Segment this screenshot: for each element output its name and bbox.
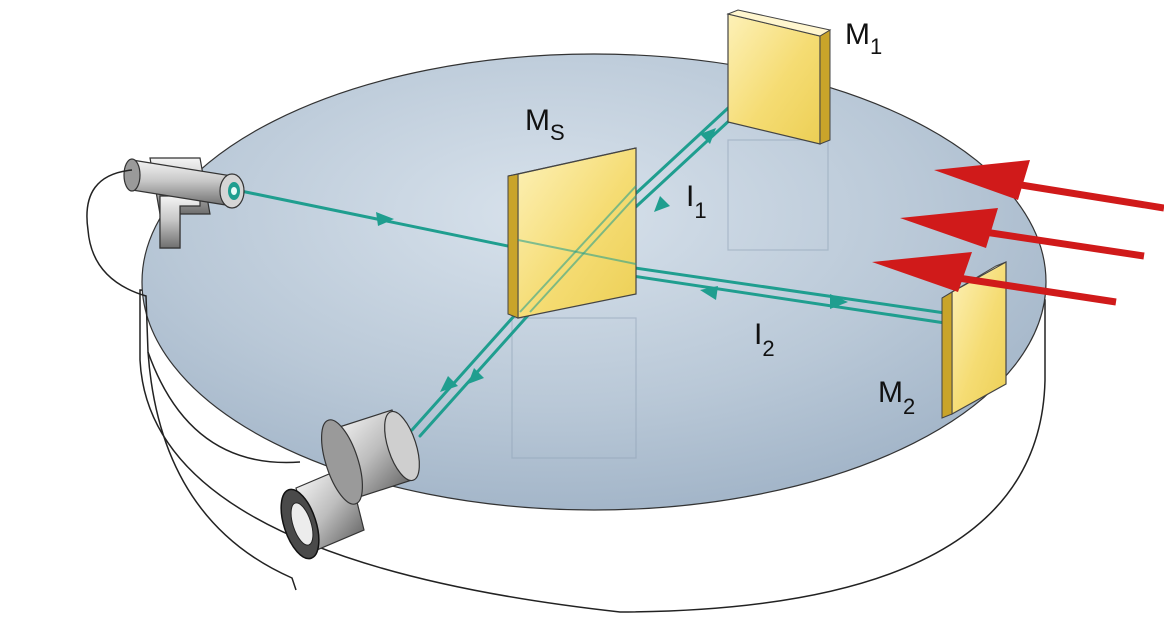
detector-cable [147,351,297,591]
mirror-m2 [941,260,1007,419]
mirror-reflections [511,139,829,459]
laser-cable [86,169,301,464]
label-i1-main: I [686,180,694,213]
label-m2-main: M [878,376,903,409]
label-m1-main: M [845,18,870,51]
laser-source-icon [123,157,245,249]
label-ms-main: M [525,104,550,137]
label-i2-sub: 2 [762,336,774,361]
beam-arrow-to-m2 [830,294,848,309]
beam-arrow-from-m2 [700,286,718,300]
label-m1: M1 [845,18,882,59]
label-m1-sub: 1 [870,34,882,59]
svg-text:M2: M2 [878,376,915,419]
svg-text:I1: I1 [686,180,707,223]
beam-arrow-to-detector-a [440,376,458,392]
label-i1-sub: 1 [694,198,706,223]
incoming-arrows [872,160,1164,306]
label-ms-sub: S [550,120,565,145]
red-arrow-3-head [872,252,972,292]
label-ms: MS [525,104,565,145]
beam-arrow-to-m1 [700,128,716,144]
telescope-detector-icon [280,409,420,560]
label-i2-main: I [754,318,762,351]
label-i1: I1 [686,180,707,223]
red-arrow-3-shaft [931,270,1117,306]
beam-arrow-to-detector-b [468,368,484,384]
beam-arrow-from-m1 [654,196,670,212]
svg-text:I2: I2 [754,318,775,361]
beam-splitter-ms [507,147,637,319]
svg-text:M1: M1 [845,18,882,59]
red-arrow-2-head [900,208,998,248]
beam-arrowheads [376,128,848,392]
mirror-m1 [726,9,832,145]
label-i2: I2 [754,318,775,361]
beam-arrow-incoming [376,212,394,226]
label-m2: M2 [878,376,915,419]
red-arrow-1-head [934,160,1030,200]
label-m2-sub: 2 [903,394,915,419]
svg-text:MS: MS [525,104,565,145]
